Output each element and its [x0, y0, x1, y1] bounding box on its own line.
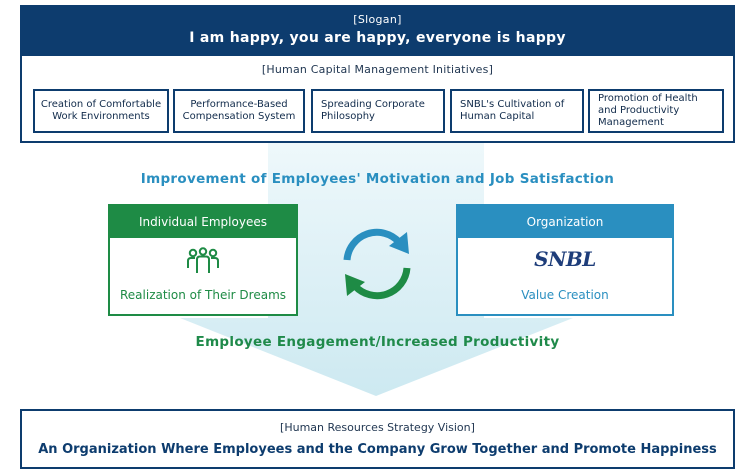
- individual-employees-box: Individual Employees Realization of Thei…: [108, 204, 298, 316]
- slogan-header: [Slogan] I am happy, you are happy, ever…: [22, 7, 733, 56]
- organization-box: Organization SNBL Value Creation: [456, 204, 674, 316]
- snbl-logo: SNBL: [534, 247, 596, 271]
- initiative-text: Spreading Corporate Philosophy: [321, 99, 425, 122]
- organization-header: Organization: [458, 206, 672, 238]
- initiative-text: Promotion of Health and Productivity Man…: [598, 93, 698, 128]
- organization-caption: Value Creation: [521, 288, 609, 302]
- slogan-label: [Slogan]: [353, 13, 402, 26]
- vision-text: An Organization Where Employees and the …: [38, 442, 717, 457]
- initiative-box: Performance-Based Compensation System: [173, 89, 305, 133]
- vision-panel: [Human Resources Strategy Vision] An Org…: [20, 409, 735, 469]
- engagement-heading: Employee Engagement/Increased Productivi…: [195, 334, 560, 350]
- vision-label: [Human Resources Strategy Vision]: [280, 421, 475, 434]
- initiative-box: Spreading Corporate Philosophy: [311, 89, 445, 133]
- individual-caption: Realization of Their Dreams: [119, 288, 287, 302]
- initiative-box: Promotion of Health and Productivity Man…: [588, 89, 724, 133]
- individual-body: Realization of Their Dreams: [110, 238, 296, 314]
- individual-header: Individual Employees: [110, 206, 296, 238]
- initiative-text: SNBL's Cultivation of Human Capital: [460, 99, 565, 122]
- motivation-heading: Improvement of Employees' Motivation and…: [140, 171, 615, 187]
- initiative-box: SNBL's Cultivation of Human Capital: [450, 89, 584, 133]
- slogan-panel: [Slogan] I am happy, you are happy, ever…: [20, 5, 735, 143]
- people-group-icon: [187, 247, 219, 273]
- initiative-text: Creation of Comfortable Work Environment…: [40, 99, 162, 122]
- cycle-arrows-icon: [343, 228, 411, 300]
- initiative-text: Performance-Based Compensation System: [182, 99, 296, 122]
- slogan-text: I am happy, you are happy, everyone is h…: [189, 30, 566, 46]
- initiative-box: Creation of Comfortable Work Environment…: [33, 89, 169, 133]
- initiatives-label: [Human Capital Management Initiatives]: [261, 63, 494, 76]
